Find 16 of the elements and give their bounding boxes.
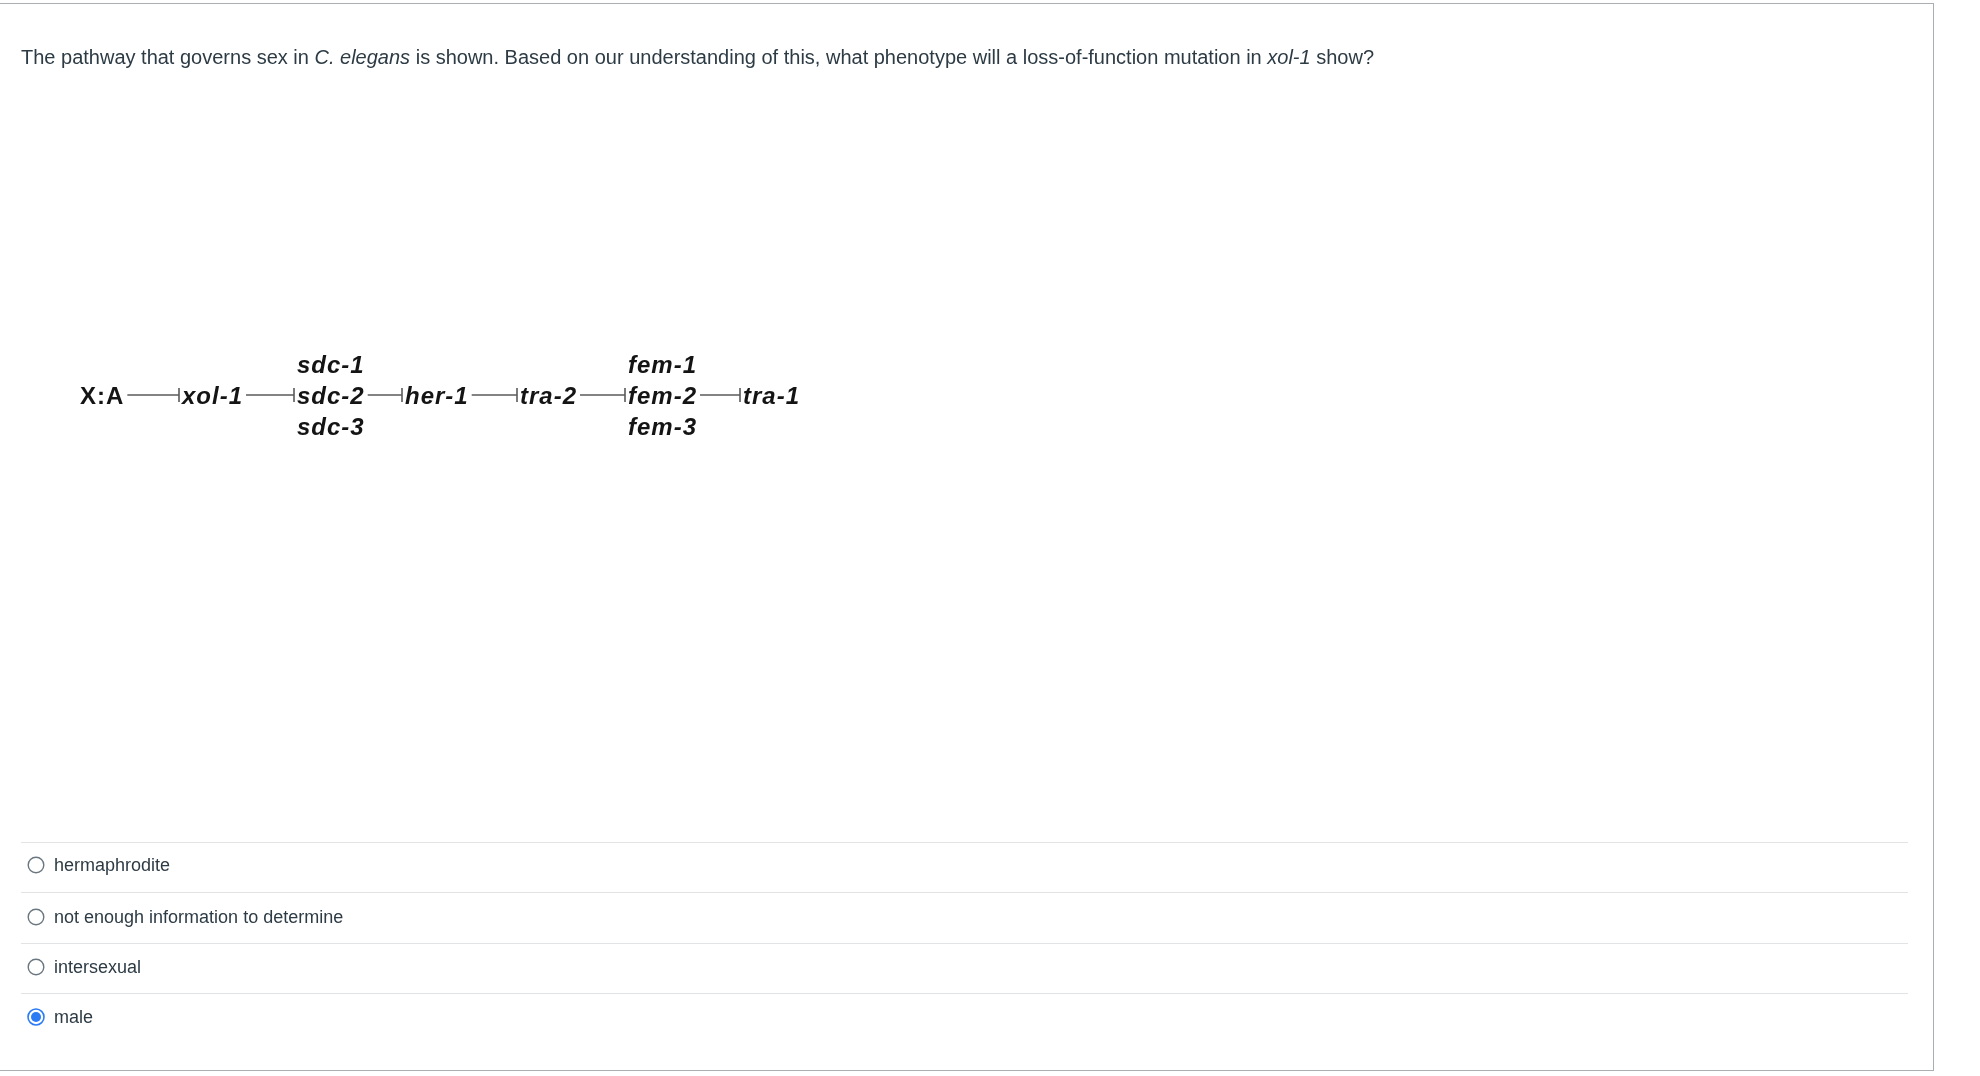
question-text: The pathway that governs sex in C. elegans is shown. Based on our understanding of this, what phenotype will a loss-of-function mutation in xol-1 show? bbox=[21, 45, 1375, 69]
gene-label: fem-1 bbox=[628, 349, 698, 380]
gene-label: fem-3 bbox=[628, 411, 698, 442]
answer-option: intersexual bbox=[54, 956, 142, 978]
gene-label: tra-2 bbox=[517, 379, 581, 411]
gene-label: fem-2 bbox=[628, 380, 698, 411]
gene-label: her-1 bbox=[402, 379, 472, 411]
answer-option: hermaphrodite bbox=[54, 854, 171, 876]
answer-option: not enough information to determine bbox=[54, 906, 344, 928]
gene-label: sdc-1 bbox=[297, 349, 365, 380]
gene-label: sdc-2 bbox=[297, 380, 365, 411]
answer-option: male bbox=[54, 1006, 93, 1028]
gene-label: tra-1 bbox=[740, 379, 804, 411]
gene-label: sdc-3 bbox=[297, 411, 365, 442]
ratio-label: X:A bbox=[77, 379, 128, 411]
gene-label: xol-1 bbox=[179, 379, 246, 411]
